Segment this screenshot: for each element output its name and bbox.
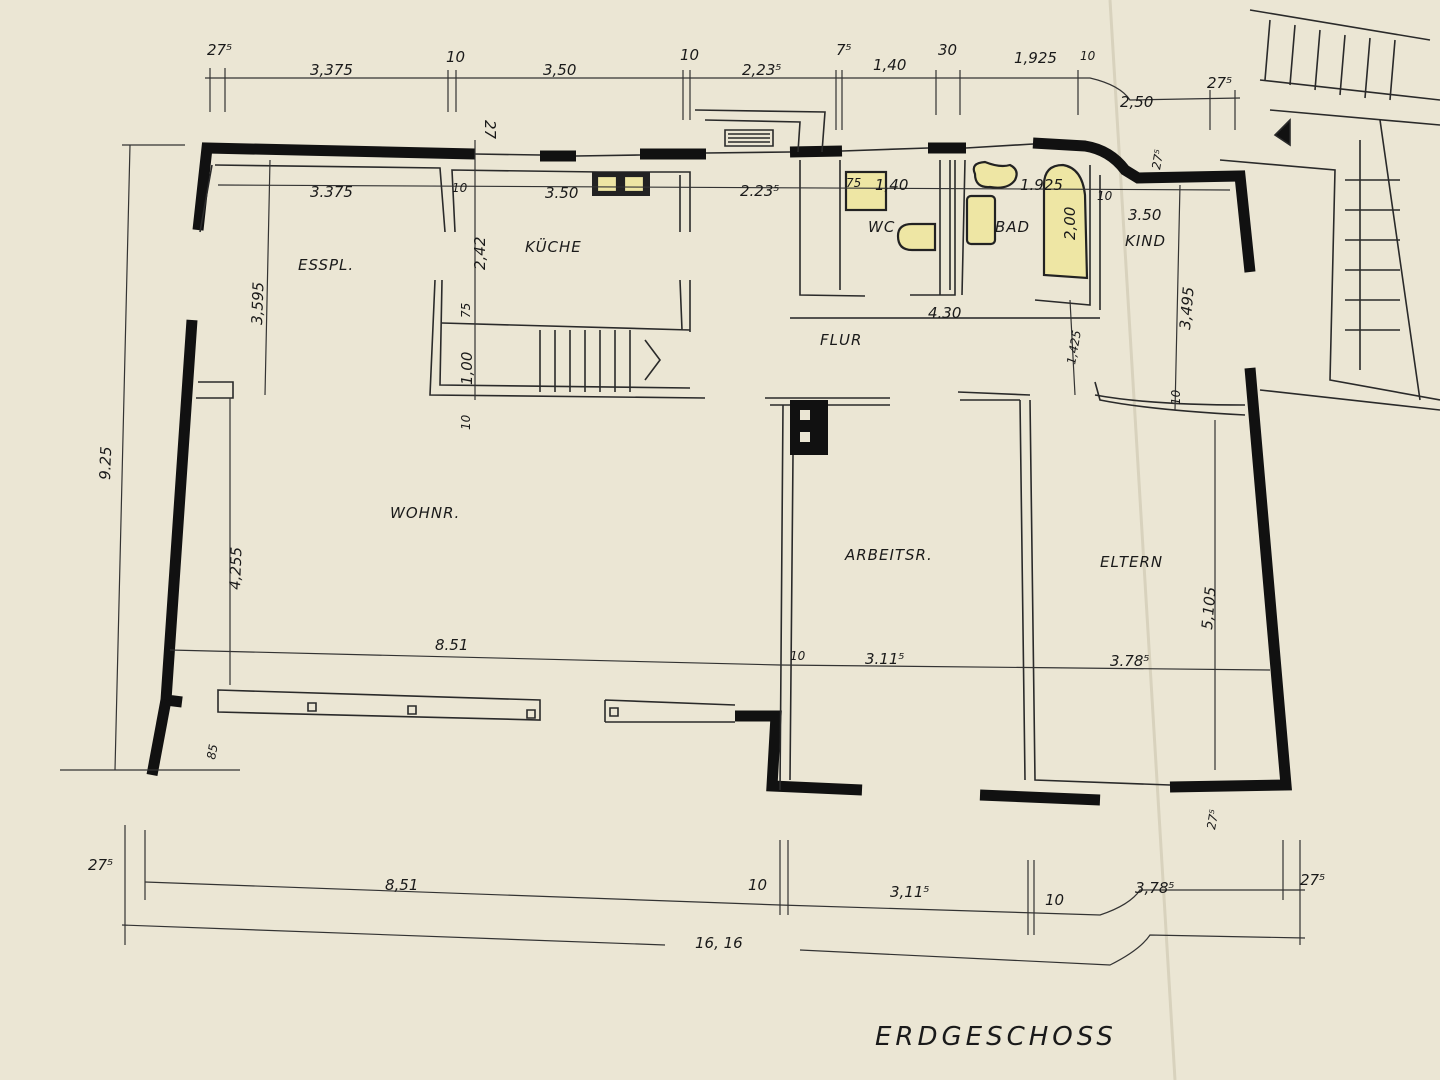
dim-label: 1,00	[458, 352, 476, 385]
dim-label: 9.25	[96, 446, 115, 480]
dim-label: 27⁵	[88, 856, 113, 874]
dim-label: 5,105	[1198, 586, 1220, 630]
dim-label: 1,40	[873, 56, 906, 74]
dim-label: 7⁵	[836, 41, 852, 59]
bathroom-sink	[965, 194, 997, 246]
dim-label: 10	[1080, 49, 1096, 63]
room-label-esspl: ESSPL.	[298, 256, 354, 274]
dim-label: 3.78⁵	[1110, 652, 1149, 670]
dim-label: 4.30	[928, 304, 961, 322]
fixtures	[592, 160, 1089, 280]
dim-label: 27⁵	[1207, 74, 1232, 92]
dim-label: 10	[446, 48, 465, 66]
vertical-dimension-labels: 9.25 3,595 4,255 2,42 75 1,00 10 3,495 5…	[96, 237, 1221, 831]
inner-dimension-labels: 3.375 3.50 2.23⁵ 1,40 1.925 3.50 4.30 10…	[310, 120, 1166, 322]
dimension-lines	[60, 68, 1306, 966]
dim-label: 30	[938, 41, 957, 59]
outer-walls	[146, 137, 1292, 806]
room-label-bad: BAD	[995, 218, 1030, 236]
dim-label: 2,00	[1061, 207, 1079, 240]
dim-label: 2,42	[471, 237, 489, 270]
dim-label: 27⁵	[1204, 808, 1221, 830]
room-label-wohnr: WOHNR.	[390, 504, 460, 522]
dim-label: 3.11⁵	[865, 650, 904, 668]
wc-basin	[844, 170, 888, 212]
dim-label: 3,595	[248, 282, 267, 326]
dim-label: 3.375	[310, 183, 353, 201]
adjacent-stair-drawing	[1219, 9, 1440, 411]
dim-label: 3,495	[1176, 286, 1198, 330]
interior-horizontal-dimension-labels: 8.51 10 3.11⁵ 3.78⁵	[435, 636, 1149, 670]
dim-label: 10	[452, 181, 468, 195]
dim-label: 1,925	[1014, 49, 1057, 67]
dim-label: 27⁵	[1300, 871, 1325, 889]
dim-label: 1,40	[875, 176, 908, 194]
dim-label: 27⁵	[1149, 148, 1166, 170]
dim-label: 1.925	[1020, 176, 1063, 194]
room-label-eltern: ELTERN	[1100, 553, 1163, 571]
room-label-wc: WC	[868, 218, 895, 236]
bottom-dimension-labels: 27⁵ 8,51 10 3,11⁵ 10 3,78⁵ 27⁵ 16, 16	[88, 856, 1325, 952]
dim-label: 3.50	[545, 184, 578, 202]
dim-label: 27	[481, 120, 499, 140]
dim-label: 75	[846, 176, 861, 190]
room-label-arbeitsr: ARBEITSR.	[844, 546, 933, 564]
dim-label: 27⁵	[207, 41, 232, 59]
dim-label: 3,375	[310, 61, 353, 79]
dim-label: 2,23⁵	[742, 61, 781, 79]
dim-label: 3,11⁵	[890, 883, 929, 901]
dim-label: 10	[748, 876, 767, 894]
dim-label: 3.50	[1128, 206, 1161, 224]
dim-label: 3,50	[543, 61, 576, 79]
dim-label: 3,78⁵	[1135, 879, 1174, 897]
dim-label: 8,51	[385, 876, 418, 894]
room-label-flur: FLUR	[820, 331, 862, 349]
dim-label: 16, 16	[695, 934, 743, 952]
toilet	[896, 222, 937, 252]
plan-title: ERDGESCHOSS	[875, 1022, 1117, 1052]
paper-fold	[1108, 0, 1177, 1080]
dim-label: 1,425	[1064, 329, 1084, 365]
room-label-kueche: KÜCHE	[525, 237, 582, 256]
top-dimension-labels: 27⁵ 3,375 10 3,50 10 2,23⁵ 7⁵ 1,40 30 1,…	[207, 41, 1232, 111]
dim-label: 10	[1045, 891, 1064, 909]
dim-label: 75	[459, 303, 473, 318]
dim-label: 10	[1169, 389, 1183, 405]
dim-label: 10	[680, 46, 699, 64]
dim-label: 10	[1097, 189, 1113, 203]
dim-label: 10	[790, 649, 806, 663]
bidet	[972, 160, 1018, 189]
chimney	[790, 400, 828, 455]
dim-label: 4,255	[226, 547, 245, 591]
dim-label: 2,50	[1120, 93, 1153, 111]
dim-label: 2.23⁵	[740, 182, 779, 200]
dim-label: 8.51	[435, 636, 468, 654]
room-label-kind: KIND	[1125, 232, 1166, 250]
dim-label: 85	[204, 743, 220, 760]
room-labels: ESSPL. KÜCHE WC BAD KIND FLUR WOHNR. ARB…	[298, 218, 1166, 571]
dim-label: 10	[459, 414, 473, 430]
